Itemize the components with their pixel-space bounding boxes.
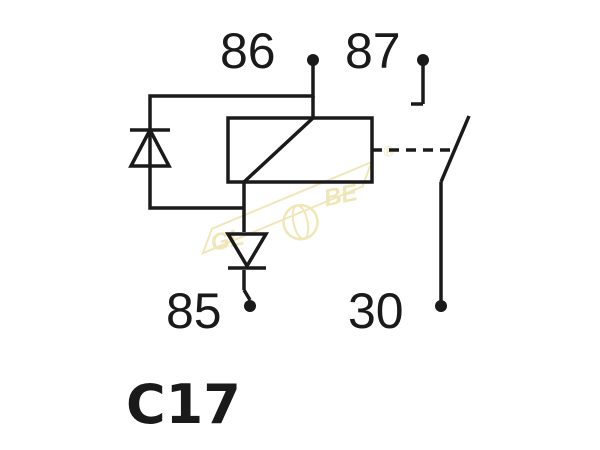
terminal-85-dot [244, 300, 256, 312]
watermark-text-left: GL [208, 224, 246, 257]
watermark-logo: GL BE ® [201, 143, 397, 257]
switch-contact-30 [439, 115, 471, 306]
coil-circuit-wires [148, 60, 315, 301]
relay-coil-box [226, 116, 374, 184]
switch-contact-87 [411, 60, 425, 106]
watermark-globe-meridian [291, 204, 310, 240]
watermark-globe-icon [282, 203, 319, 241]
pin-86-label: 86 [220, 23, 276, 79]
watermark-registered-mark: ® [380, 143, 397, 162]
pin-85-label: 85 [166, 283, 222, 339]
series-diode-symbol [224, 232, 270, 270]
relay-coil-diagonal [242, 116, 315, 184]
watermark-text-right: BE [321, 179, 360, 213]
relay-code-label: C17 [126, 373, 241, 436]
pin-30-label: 30 [348, 283, 404, 339]
freewheel-diode-symbol [128, 126, 172, 168]
pin-87-label: 87 [345, 23, 401, 79]
